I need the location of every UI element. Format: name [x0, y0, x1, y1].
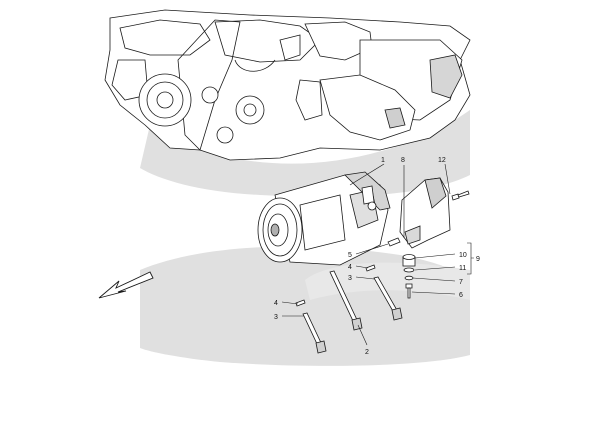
callout-11: 11 — [459, 265, 466, 272]
callout-1: 1 — [381, 157, 385, 164]
callout-labels: 1 8 12 5 4 3 4 3 2 10 11 7 6 9 — [274, 157, 480, 356]
callout-3a: 3 — [348, 275, 352, 282]
bracket-part-8 — [399, 177, 451, 249]
long-bolts — [302, 270, 403, 354]
callout-12: 12 — [438, 157, 446, 164]
callout-2: 2 — [365, 349, 369, 356]
callout-5: 5 — [348, 252, 352, 259]
callout-9: 9 — [476, 256, 480, 263]
callout-8: 8 — [401, 157, 405, 164]
small-parts — [295, 190, 470, 307]
background-watermark — [140, 110, 470, 366]
callout-10: 10 — [459, 252, 467, 259]
callout-3b: 3 — [274, 314, 278, 321]
engine-block — [104, 9, 471, 161]
callout-4a: 4 — [348, 264, 352, 271]
callout-7: 7 — [459, 279, 463, 286]
leader-lines — [281, 163, 474, 346]
direction-arrow-icon — [98, 271, 154, 299]
ac-compressor — [257, 171, 391, 266]
callout-4b: 4 — [274, 300, 278, 307]
callout-6: 6 — [459, 292, 463, 299]
